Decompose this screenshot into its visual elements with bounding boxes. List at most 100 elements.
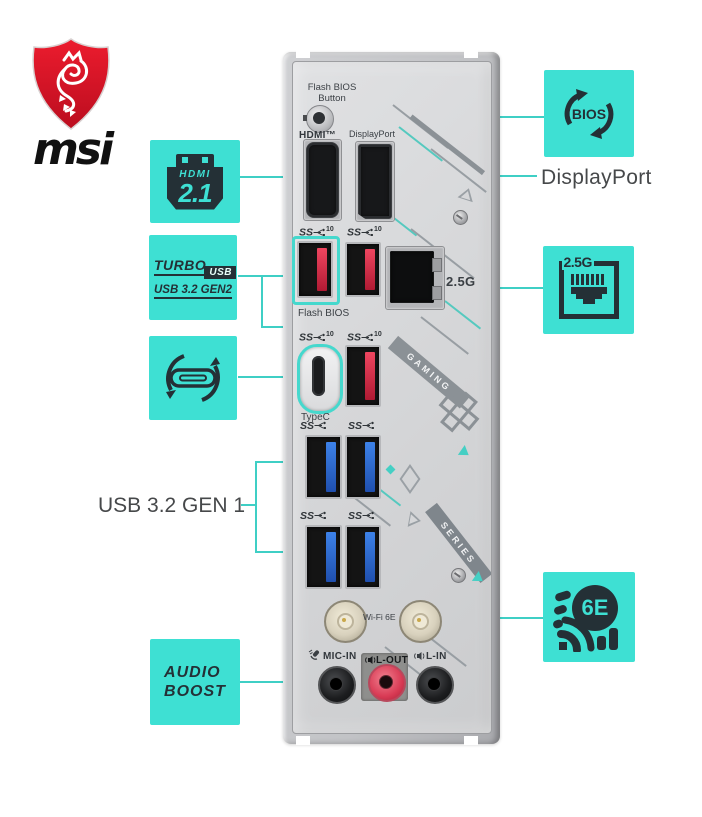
callout-line-usbgen1-stub [241, 504, 257, 506]
hdmi-port-label: HDMI™ [299, 130, 337, 141]
ss-text: SS [347, 226, 362, 239]
callout-line-hdmi [240, 176, 300, 178]
bios-icon-label: BIOS [572, 106, 606, 122]
usb-blue-tab [365, 532, 375, 582]
bracket-notch [296, 736, 310, 745]
usb-red-tab [365, 249, 375, 290]
line-in-jack-hole [427, 677, 441, 691]
deco-triangle-icon [457, 185, 477, 203]
flash-bios-button-label-line2: Button [318, 93, 346, 104]
callout-audio-boost: AUDIO BOOST [150, 639, 240, 725]
displayport-callout-label: DisplayPort [541, 166, 652, 189]
bios-flashback-icon: BIOS [564, 88, 614, 139]
usb-blue-tab [326, 532, 336, 582]
lan-port [390, 251, 434, 303]
callout-lan-2-5g: 2.5G [543, 246, 634, 334]
usb-gen2-port [345, 242, 381, 297]
ss-sup: 10 [326, 331, 334, 338]
callout-line-turbo-usb-v [261, 275, 263, 328]
usb-blue-tab [326, 442, 336, 492]
usb-gen2-flash-bios-port [297, 241, 333, 298]
flash-bios-button-label-line1: Flash BIOS [307, 82, 357, 93]
callout-line-typec [238, 376, 295, 378]
callout-line-usbgen1-v [255, 461, 257, 553]
usb-trident-icon [361, 228, 373, 236]
line-in-label: L-IN [426, 651, 447, 662]
callout-line-usbgen1-top [255, 461, 299, 463]
callout-line-audio [240, 681, 305, 683]
deco-diamond-teal [385, 464, 396, 475]
usb-gen1-port [345, 435, 381, 499]
lan-port-clip [432, 286, 442, 300]
hdmi-port [306, 142, 339, 218]
line-out-label: L-OUT [376, 655, 409, 666]
hdmi-icon-name: HDMI [179, 168, 211, 180]
turbo-usb-line1: TURBO [154, 257, 232, 276]
usb-gen2-speed-label: SS 10 [299, 226, 334, 239]
wifi-antenna-center [337, 613, 354, 630]
mic-icon [308, 649, 320, 660]
wifi-antenna-pin [417, 618, 421, 622]
typec-port-slot [312, 356, 325, 396]
audio-boost-text: AUDIO BOOST [164, 663, 226, 701]
typec-port-label: TypeC [301, 412, 330, 423]
usb-gen1-speed-label: SS [300, 510, 327, 522]
msi-wordmark: msi [32, 124, 114, 175]
callout-hdmi-2-1: HDMI 2.1 [150, 140, 240, 223]
ss-text: SS [348, 420, 363, 432]
usb-gen1-port [305, 525, 342, 589]
displayport-port [358, 144, 392, 219]
callout-turbo-usb: TURBO USB USB 3.2 GEN2 [149, 235, 237, 320]
ss-text: SS [299, 331, 314, 344]
turbo-usb-line2: USB 3.2 GEN2 [154, 284, 232, 299]
usb-trident-icon [362, 421, 374, 429]
wifi-6e-icon: 6E [553, 585, 618, 652]
lan-2-5g-icon: 2.5G [558, 254, 619, 319]
panel-screw [453, 210, 468, 225]
usb-red-tab [317, 248, 327, 291]
type-c-reversible-icon [166, 354, 220, 402]
flash-bios-port-highlight [292, 236, 340, 305]
line-out-speaker-icon [365, 656, 376, 664]
ss-sup: 10 [374, 226, 382, 233]
hdmi-icon-body: HDMI 2.1 [167, 166, 223, 210]
displayport-port-label: DisplayPort [349, 129, 396, 139]
flash-bios-button-label: Flash BIOS Button [297, 82, 367, 104]
bracket-notch [296, 50, 310, 58]
ss-text: SS [300, 420, 315, 432]
wifi-icon-label: 6E [582, 595, 609, 620]
panel-screw [451, 568, 466, 583]
hdmi-2-1-icon: HDMI 2.1 [165, 153, 225, 210]
hdmi-icon-version: 2.1 [178, 177, 212, 208]
callout-typec [149, 336, 237, 420]
flash-bios-button-center [313, 112, 325, 124]
usb-gen1-speed-label: SS [348, 420, 375, 432]
dpad-cross-icon [431, 384, 487, 440]
callout-wifi-6e: 6E [543, 572, 635, 662]
line-in-speaker-icon [414, 652, 425, 660]
lan-speed-label: 2.5G [446, 274, 476, 289]
wifi-6e-label: Wi-Fi 6E [363, 612, 396, 622]
deco-line [398, 126, 443, 162]
usb-trident-icon [314, 421, 326, 429]
audio-boost-line1: AUDIO [164, 664, 221, 681]
turbo-usb-icon: TURBO USB USB 3.2 GEN2 [154, 257, 236, 299]
ss-text: SS [299, 226, 314, 239]
bracket-notch [464, 736, 478, 745]
deco-triangle-icon [407, 511, 423, 529]
usb-red-tab [365, 352, 375, 400]
usb-trident-icon [313, 228, 325, 236]
flash-bios-button-nub [303, 115, 307, 121]
series-banner-label: SERIES [439, 519, 479, 567]
usb-gen1-speed-label: SS [348, 510, 375, 522]
lan-icon-label: 2.5G [561, 254, 594, 270]
callout-line-usbgen1-bottom [255, 551, 299, 553]
usb-gen2-port [345, 345, 381, 407]
msi-dragon-shield-logo [32, 38, 110, 130]
deco-diamond-outline [399, 464, 421, 494]
ss-sup: 10 [326, 226, 334, 233]
mic-in-label: MIC-IN [323, 651, 357, 662]
ss-text: SS [348, 510, 363, 522]
